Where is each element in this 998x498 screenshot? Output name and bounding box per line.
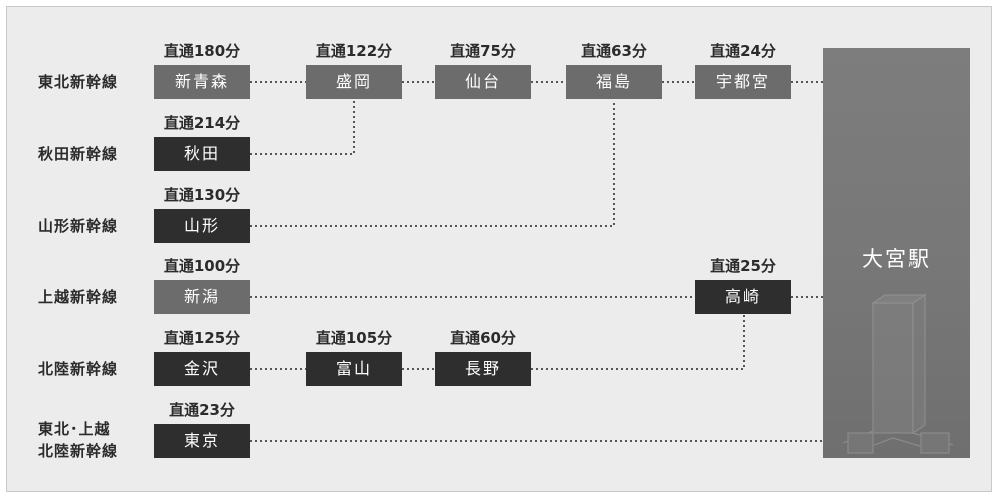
akita-branch (250, 100, 355, 155)
station-sendai: 仙台 (435, 65, 531, 99)
station-morioka: 盛岡 (306, 65, 402, 99)
yamagata-branch (250, 100, 615, 227)
station-tokyo: 東京 (154, 424, 250, 458)
time-kanazawa: 直通125分 (163, 329, 241, 347)
line-label-joetsu: 上越新幹線 (38, 288, 119, 306)
time-tokyo: 直通23分 (169, 401, 235, 419)
time-shin-aomori: 直通180分 (163, 42, 241, 60)
station-nagano: 長野 (435, 352, 531, 386)
time-toyama: 直通105分 (315, 329, 393, 347)
station-building-illustration (843, 293, 953, 454)
time-morioka: 直通122分 (315, 42, 393, 60)
time-akita: 直通214分 (163, 114, 241, 132)
station-shin-aomori: 新青森 (154, 65, 250, 99)
time-takasaki: 直通25分 (710, 257, 776, 275)
line-label-tohoku: 東北新幹線 (38, 73, 119, 91)
time-sendai: 直通75分 (450, 42, 516, 60)
station-toyama: 富山 (306, 352, 402, 386)
line-label-hokuriku: 北陸新幹線 (38, 360, 119, 378)
station-yamagata: 山形 (154, 209, 250, 243)
station-utsunomiya: 宇都宮 (695, 65, 791, 99)
time-niigata: 直通100分 (163, 257, 241, 275)
omiya-station-panel: 大宮駅 (823, 48, 970, 458)
station-niigata: 新潟 (154, 280, 250, 314)
station-kanazawa: 金沢 (154, 352, 250, 386)
hokuriku-branch (531, 315, 745, 370)
omiya-station-label: 大宮駅 (862, 247, 931, 271)
line-label-yamagata: 山形新幹線 (38, 217, 119, 235)
station-fukushima: 福島 (566, 65, 662, 99)
time-yamagata: 直通130分 (163, 186, 241, 204)
line-label-akita: 秋田新幹線 (38, 145, 119, 163)
time-nagano: 直通60分 (450, 329, 516, 347)
time-fukushima: 直通63分 (581, 42, 647, 60)
time-utsunomiya: 直通24分 (710, 42, 776, 60)
station-takasaki: 高崎 (695, 280, 791, 314)
line-label-tokyo-1: 東北･上越 (38, 420, 111, 438)
station-akita: 秋田 (154, 137, 250, 171)
line-label-tokyo-2: 北陸新幹線 (38, 442, 119, 460)
